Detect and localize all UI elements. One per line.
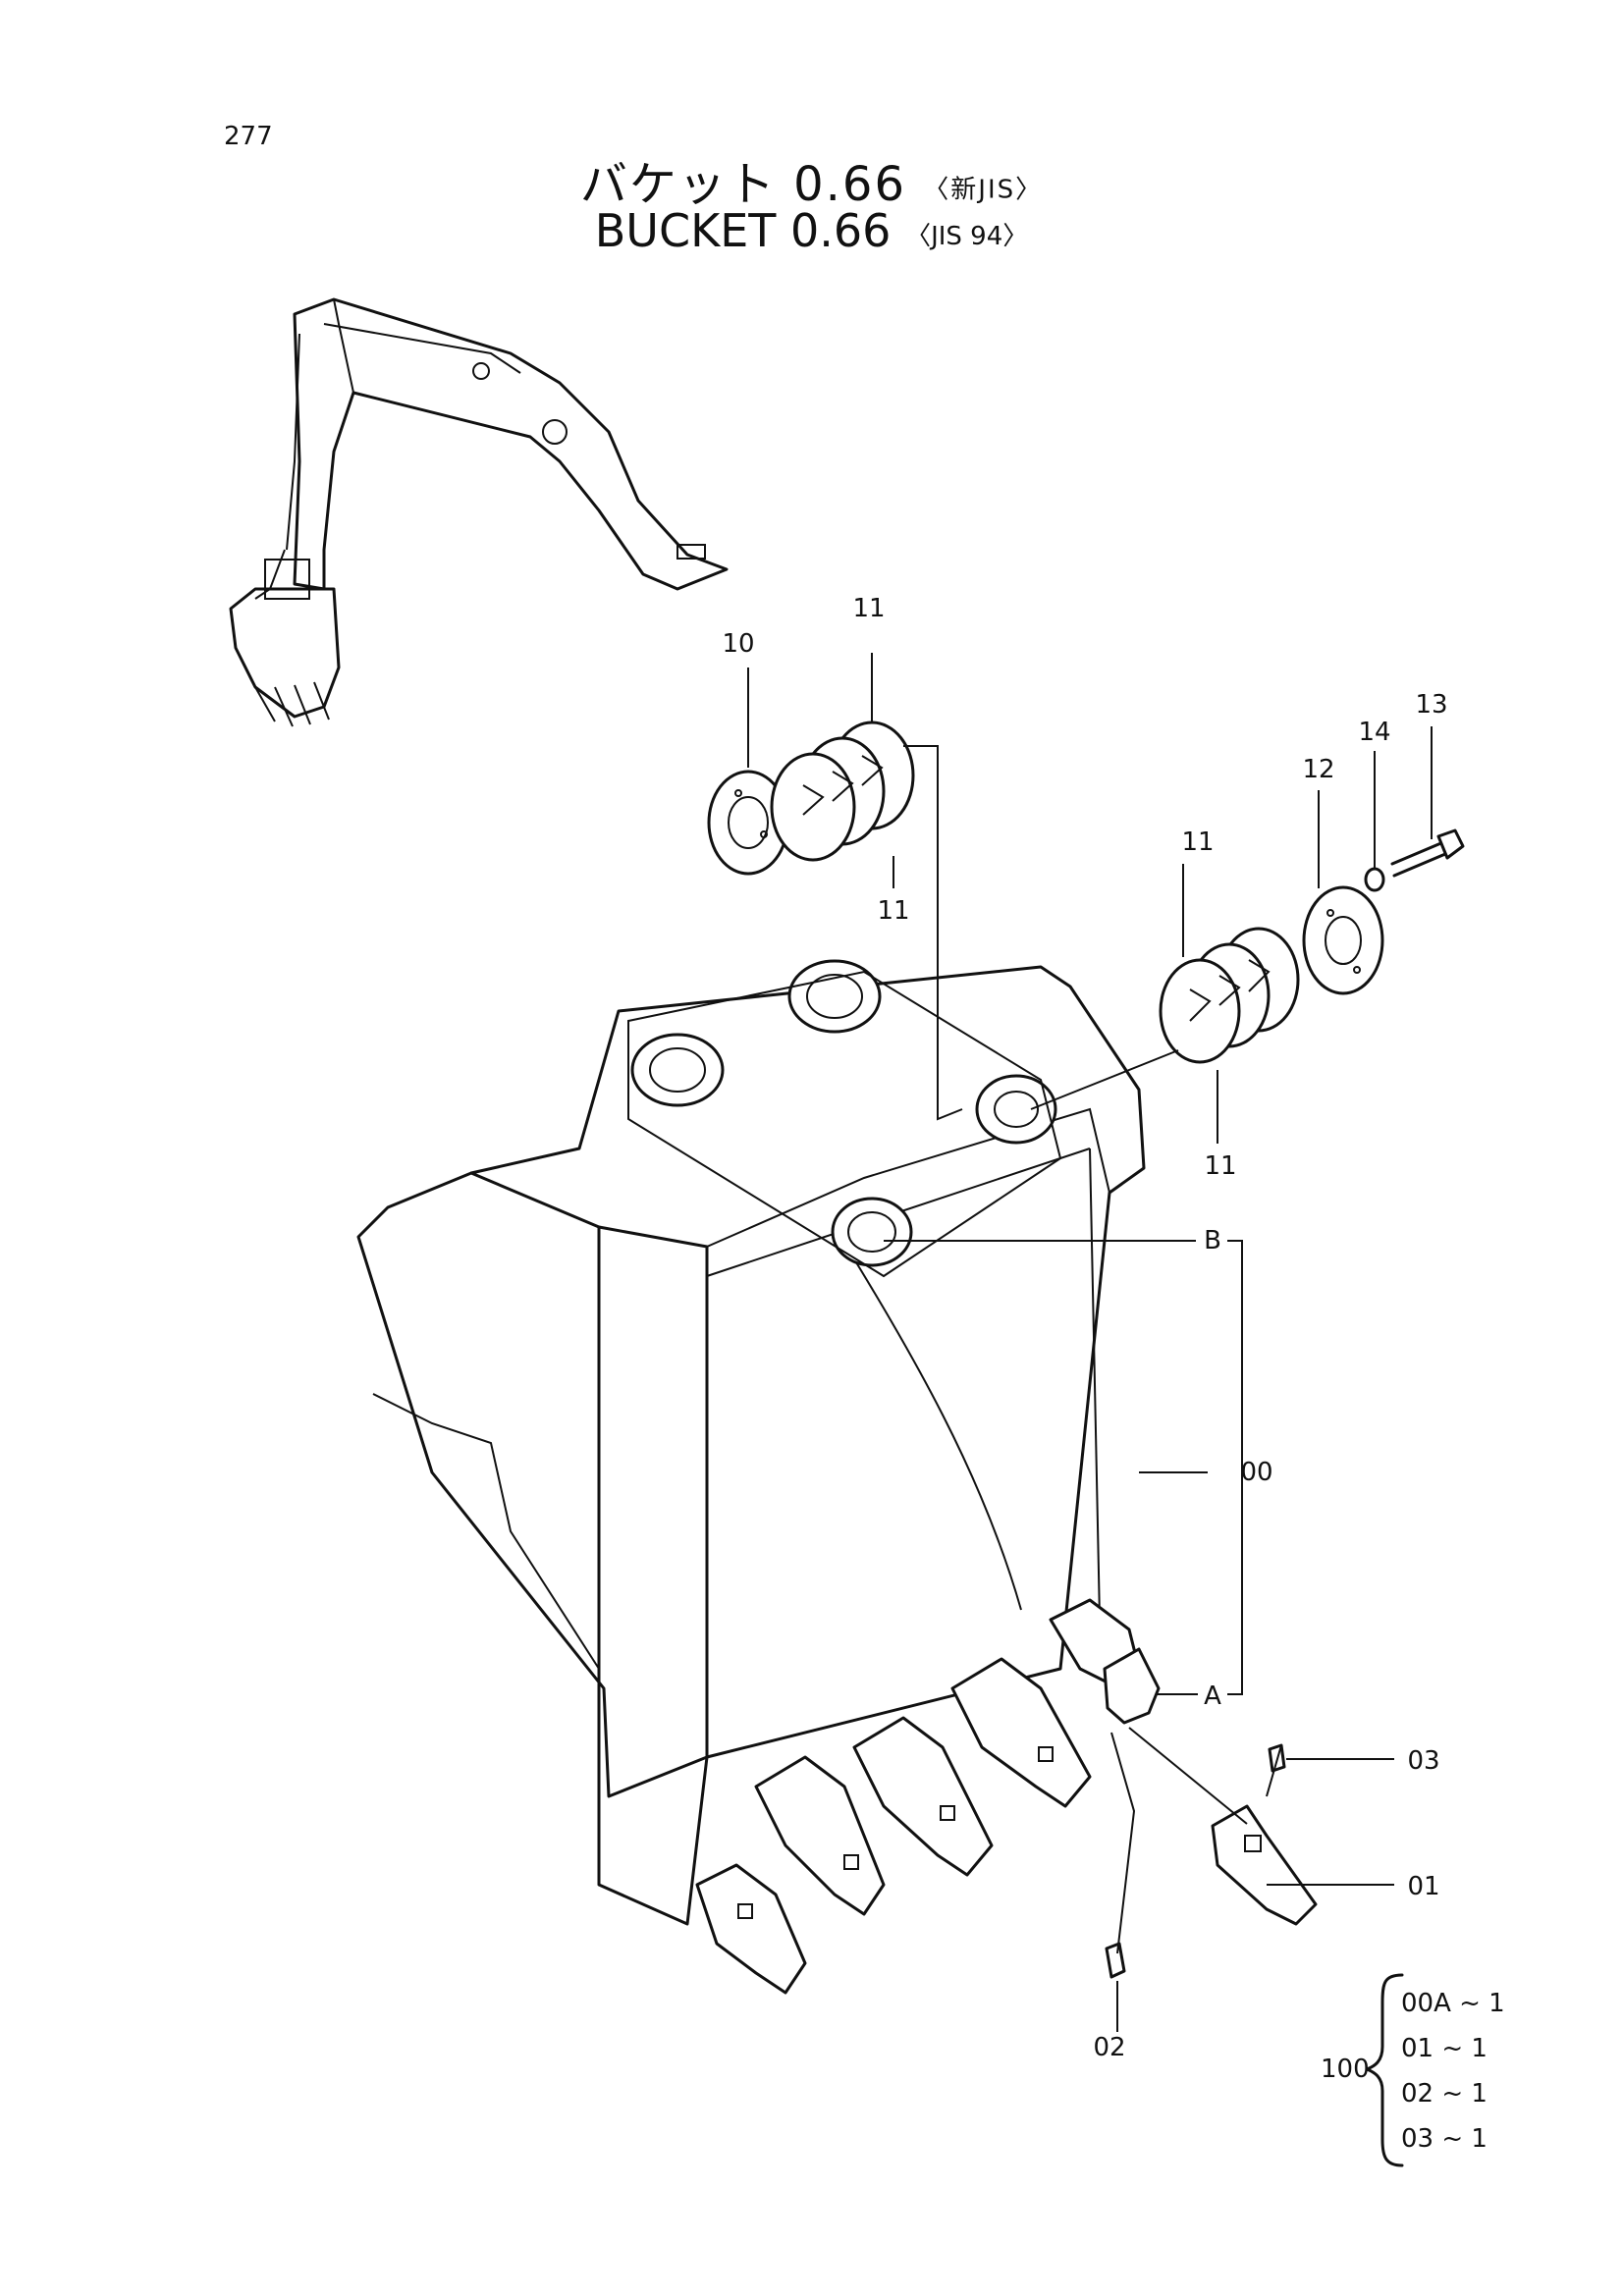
page-title-english: BUCKET 0.66 〈JIS 94〉 bbox=[0, 204, 1623, 257]
bucket-teeth-illustration bbox=[695, 1598, 1161, 1995]
spring-washer-14-illustration bbox=[1364, 867, 1385, 892]
leader-lines bbox=[747, 653, 1433, 2032]
callout-03: 03 bbox=[1407, 1746, 1440, 1776]
callout-10: 10 bbox=[722, 629, 755, 659]
callout-00: 00 bbox=[1240, 1458, 1273, 1487]
page-title-japanese: バケット 0.66 〈新JIS〉 bbox=[0, 145, 1623, 214]
callout-02: 02 bbox=[1093, 2033, 1126, 2062]
callout-14: 14 bbox=[1358, 718, 1391, 747]
callout-a: A bbox=[1204, 1682, 1221, 1711]
callout-01: 01 bbox=[1407, 1872, 1440, 1901]
tooth-01-illustration bbox=[1211, 1804, 1318, 1926]
callout-11-middle: 11 bbox=[877, 896, 910, 926]
callout-11-right-top: 11 bbox=[1181, 828, 1215, 857]
callout-13: 13 bbox=[1415, 690, 1448, 720]
title-en-main: BUCKET 0.66 bbox=[594, 204, 892, 257]
callout-b: B bbox=[1204, 1226, 1221, 1255]
pin-02-illustration bbox=[1105, 1942, 1126, 1979]
callout-12: 12 bbox=[1302, 755, 1335, 784]
callout-11-top: 11 bbox=[852, 594, 886, 623]
title-jp-standard: 〈新JIS〉 bbox=[923, 175, 1044, 205]
washer-10-illustration bbox=[707, 770, 789, 876]
washer-12-illustration bbox=[1302, 885, 1384, 995]
kit-brace bbox=[1365, 1973, 1404, 2167]
kit-item-01: 01 ~ 1 bbox=[1401, 2034, 1488, 2063]
kit-item-03: 03 ~ 1 bbox=[1401, 2124, 1488, 2154]
bolt-13-illustration bbox=[1390, 828, 1465, 878]
title-en-standard: 〈JIS 94〉 bbox=[905, 222, 1029, 251]
shim-group-11-right bbox=[1159, 927, 1300, 1064]
excavator-attachment-illustration bbox=[229, 297, 729, 727]
callout-11-right-bottom: 11 bbox=[1204, 1151, 1237, 1181]
kit-item-02: 02 ~ 1 bbox=[1401, 2079, 1488, 2109]
title-jp-main: バケット 0.66 bbox=[579, 157, 907, 212]
shim-group-11-left bbox=[770, 721, 915, 862]
page-number: 277 bbox=[224, 122, 273, 151]
bucket-body-illustration bbox=[356, 959, 1146, 1926]
kit-item-00a: 00A ~ 1 bbox=[1401, 1989, 1505, 2018]
kit-number: 100 bbox=[1321, 2055, 1370, 2084]
